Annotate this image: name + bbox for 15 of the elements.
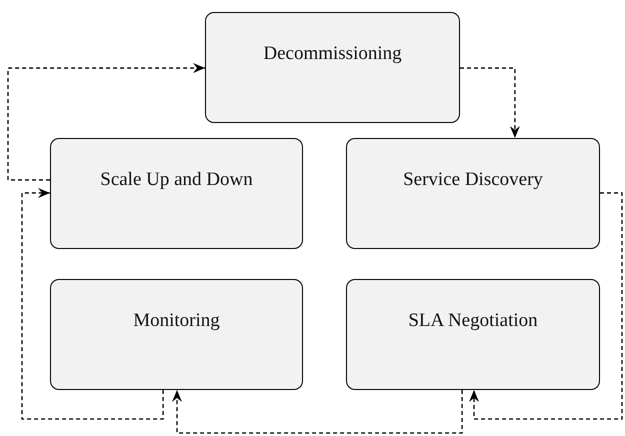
process-box: [346, 279, 600, 390]
process-box: [346, 138, 600, 249]
process-box: [205, 12, 460, 123]
box-label: Scale Up and Down: [99, 169, 254, 191]
box-label: Decommissioning: [262, 43, 403, 65]
arrow: [21, 188, 164, 420]
arrow: [460, 67, 520, 138]
process-box: [50, 279, 303, 390]
box-label: Monitoring: [132, 310, 221, 332]
arrow: [469, 192, 623, 420]
box-label: Service Discovery: [402, 169, 544, 191]
process-box: [50, 138, 303, 249]
box-label: SLA Negotiation: [407, 310, 539, 332]
arrow: [7, 63, 205, 181]
arrow: [172, 390, 463, 434]
